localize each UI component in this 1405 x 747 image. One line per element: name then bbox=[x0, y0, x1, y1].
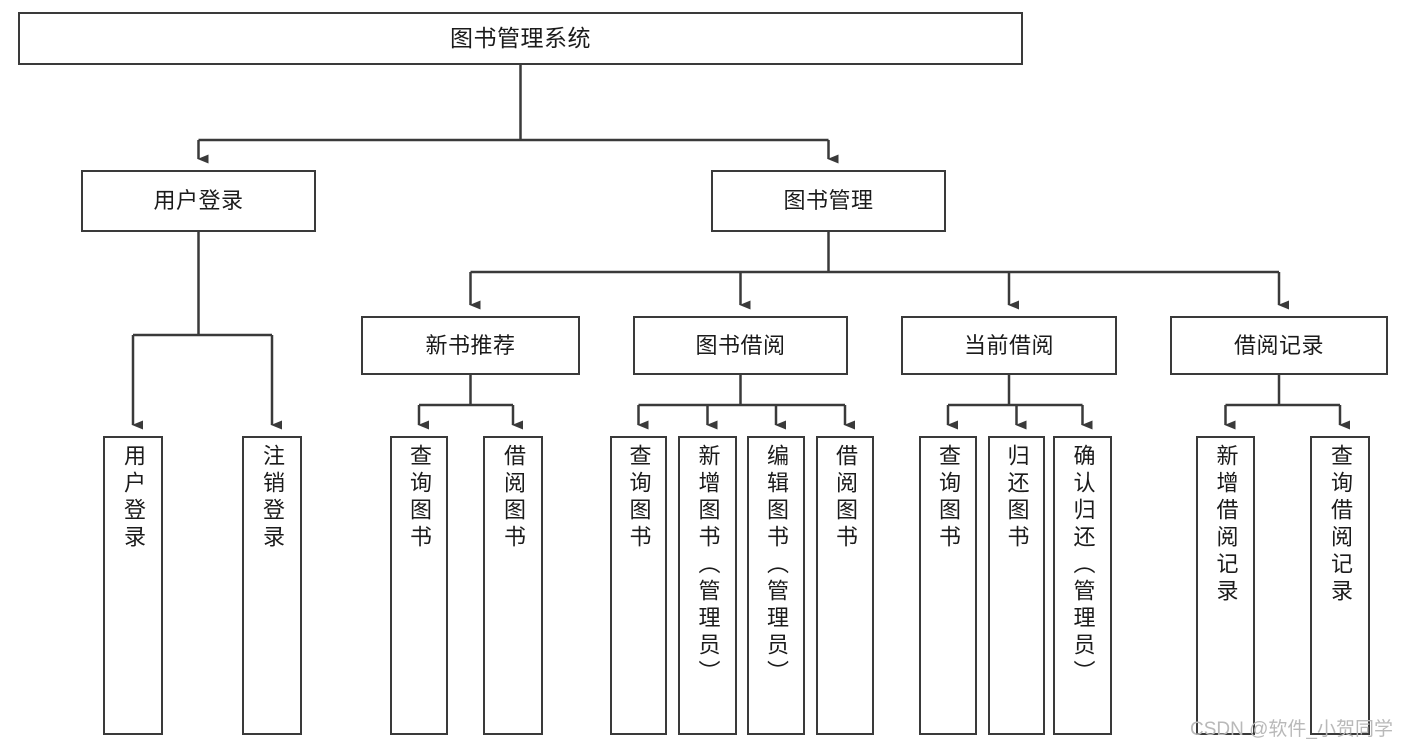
node-label: 查询借阅记录 bbox=[1328, 444, 1353, 606]
node-label: 借阅记录 bbox=[1233, 332, 1324, 358]
node-leaf-return[interactable]: 归还图书 bbox=[988, 436, 1045, 735]
node-label: 确认归还（管理员） bbox=[1070, 444, 1096, 687]
node-leaf-borrow-1[interactable]: 借阅图书 bbox=[483, 436, 543, 735]
node-user-login[interactable]: 用户登录 bbox=[81, 170, 316, 232]
node-label: 新增图书（管理员） bbox=[695, 444, 721, 687]
node-leaf-add-rec[interactable]: 新增借阅记录 bbox=[1196, 436, 1255, 735]
node-book-borrow[interactable]: 图书借阅 bbox=[633, 316, 848, 375]
node-root[interactable]: 图书管理系统 bbox=[18, 12, 1023, 65]
node-leaf-edit-book[interactable]: 编辑图书（管理员） bbox=[747, 436, 805, 735]
edge-paths bbox=[131, 65, 1350, 430]
node-book-manage[interactable]: 图书管理 bbox=[711, 170, 946, 232]
node-leaf-query-rec[interactable]: 查询借阅记录 bbox=[1310, 436, 1370, 735]
node-leaf-query-2[interactable]: 查询图书 bbox=[610, 436, 667, 735]
node-new-book-rec[interactable]: 新书推荐 bbox=[361, 316, 580, 375]
node-leaf-borrow-2[interactable]: 借阅图书 bbox=[816, 436, 874, 735]
node-leaf-query-3[interactable]: 查询图书 bbox=[919, 436, 977, 735]
node-leaf-confirm[interactable]: 确认归还（管理员） bbox=[1053, 436, 1112, 735]
node-leaf-logout[interactable]: 注销登录 bbox=[242, 436, 302, 735]
node-label: 查询图书 bbox=[626, 444, 652, 552]
node-label: 图书借阅 bbox=[695, 332, 786, 358]
node-leaf-add-book[interactable]: 新增图书（管理员） bbox=[678, 436, 737, 735]
node-label: 归还图书 bbox=[1004, 444, 1030, 552]
node-label: 用户登录 bbox=[121, 444, 146, 552]
node-label: 注销登录 bbox=[260, 444, 285, 552]
node-label: 图书管理 bbox=[783, 188, 874, 214]
node-label: 借阅图书 bbox=[833, 444, 858, 552]
node-label: 查询图书 bbox=[407, 444, 432, 552]
node-label: 用户登录 bbox=[153, 188, 244, 214]
node-label: 新书推荐 bbox=[425, 332, 516, 358]
node-label: 编辑图书（管理员） bbox=[764, 444, 789, 687]
node-leaf-user-login[interactable]: 用户登录 bbox=[103, 436, 163, 735]
node-label: 当前借阅 bbox=[963, 332, 1054, 358]
node-label: 图书管理系统 bbox=[450, 24, 591, 51]
node-label: 新增借阅记录 bbox=[1213, 444, 1239, 606]
node-borrow-record[interactable]: 借阅记录 bbox=[1170, 316, 1388, 375]
node-label: 借阅图书 bbox=[501, 444, 526, 552]
node-current-borrow[interactable]: 当前借阅 bbox=[901, 316, 1117, 375]
node-leaf-query-1[interactable]: 查询图书 bbox=[390, 436, 448, 735]
node-label: 查询图书 bbox=[936, 444, 961, 552]
